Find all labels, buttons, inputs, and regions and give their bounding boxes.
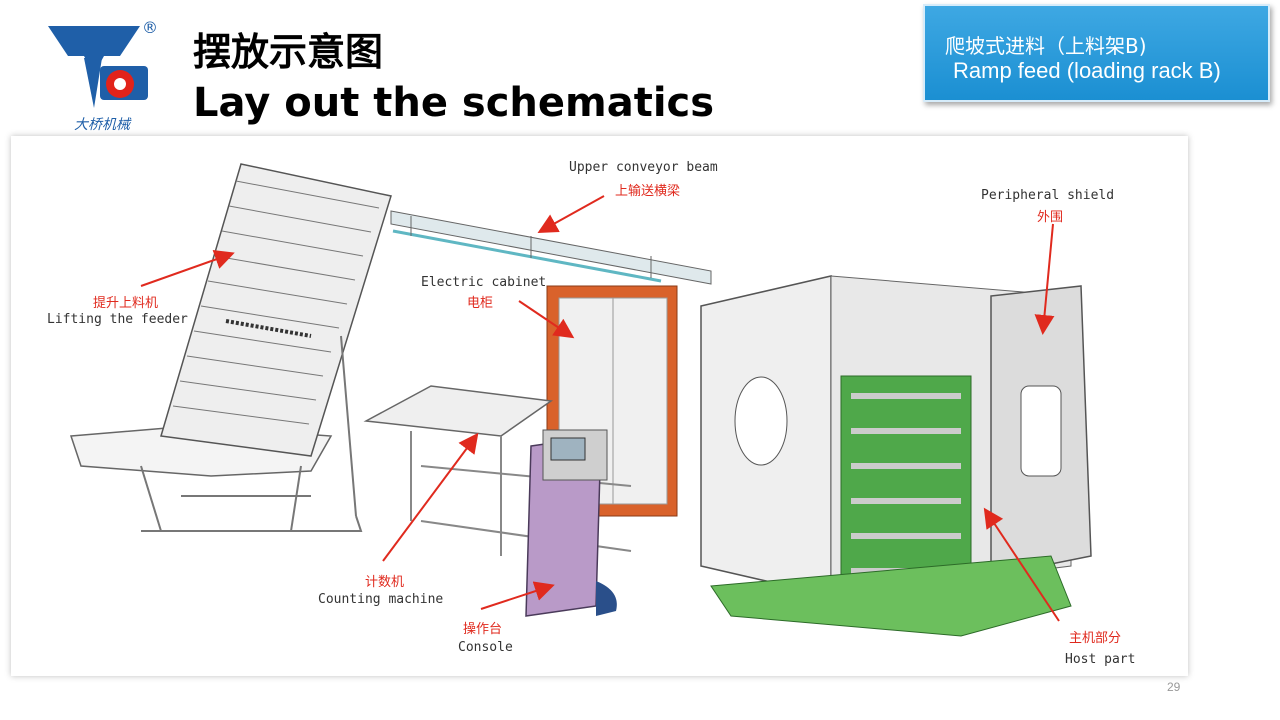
- label-counting-zh: 计数机: [365, 575, 405, 590]
- logo-text: 大桥机械: [74, 117, 130, 133]
- label-console-en: Console: [458, 640, 513, 655]
- label-feeder-en: Lifting the feeder: [47, 312, 188, 327]
- page-title-en: Lay out the schematics: [193, 80, 715, 126]
- schematic-panel: Upper conveyor beam 上输送横梁 Peripheral shi…: [11, 136, 1188, 676]
- label-counting-en: Counting machine: [318, 592, 444, 607]
- feed-type-badge: 爬坡式进料（上料架B) Ramp feed (loading rack B): [923, 4, 1270, 102]
- page-number: 29: [1167, 680, 1181, 694]
- label-peripheral-en: Peripheral shield: [981, 188, 1115, 203]
- upper-conveyor-drawing: [390, 210, 712, 285]
- label-console-zh: 操作台: [463, 622, 503, 637]
- company-logo: ® 大桥机械: [44, 18, 164, 136]
- badge-line-en: Ramp feed (loading rack B): [953, 58, 1221, 83]
- label-host-en: Host part: [1065, 652, 1136, 667]
- machine-schematic: [69, 163, 1092, 637]
- label-electric-zh: 电柜: [467, 296, 494, 311]
- label-upper-conveyor-zh: 上输送横梁: [615, 184, 681, 199]
- label-peripheral-zh: 外围: [1037, 210, 1064, 225]
- label-upper-conveyor-en: Upper conveyor beam: [569, 160, 718, 175]
- label-host-zh: 主机部分: [1069, 631, 1122, 646]
- registered-mark: ®: [142, 18, 158, 37]
- badge-line-zh: 爬坡式进料（上料架B): [945, 34, 1147, 58]
- host-part-drawing: [700, 275, 1092, 637]
- lifting-feeder-drawing: [69, 163, 392, 532]
- label-feeder-zh: 提升上料机: [93, 296, 159, 311]
- page-title-zh: 摆放示意图: [193, 30, 384, 74]
- logo-mark-icon: [48, 26, 148, 108]
- label-electric-en: Electric cabinet: [421, 275, 547, 290]
- callout-arrows: [140, 195, 1060, 622]
- console-drawing: [525, 429, 617, 617]
